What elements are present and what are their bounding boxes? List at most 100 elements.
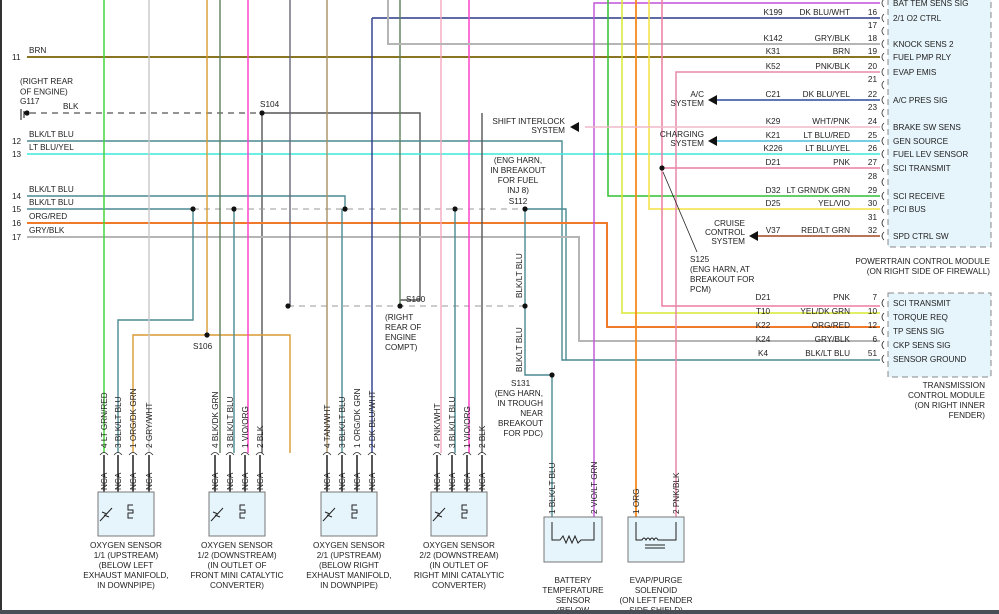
tcm-wire-color: BLK/LT BLU [805,349,850,358]
charging-system-label: CHARGING [660,130,704,139]
splice-s160 [397,303,403,309]
connector-icon [881,0,885,8]
splice-s106-label: S106 [193,342,213,351]
pcm-wire-color: DK BLU/WHT [800,8,851,17]
yel-dk-grn-tcm-10 [621,0,880,314]
nca-label: NCA [145,472,154,490]
pcm-pin-function: 2/1 O2 CTRL [893,14,942,23]
tcm-pin-function: TP SENS SIG [893,327,944,336]
heater-element-icon [461,504,468,519]
battery-sensor-pin-label: 1 BLK/LT BLU [548,462,557,514]
connector-icon [255,452,265,456]
splice-s160-label: S160 [406,295,426,304]
pcm-pin-number: 30 [868,199,878,208]
connector-icon [881,80,885,90]
circuit-number: 15 [12,205,22,214]
o2-sensor-label: OXYGEN SENSOR [201,541,273,550]
o2-sensor-label: 2/2 (DOWNSTREAM) [419,551,498,560]
tcm-title: FENDER) [949,411,986,420]
nca-label: NCA [433,472,442,490]
tcm-pin-number: 6 [872,335,877,344]
pcm-circuit-id: V37 [766,226,781,235]
ground-location-label: OF ENGINE) [20,88,68,97]
o2-pin-label: 4 TAN/WHT [323,405,332,448]
wire-color-label: BLK/LT BLU [29,185,74,194]
pcm-pin-function: PCI BUS [893,205,926,214]
connector-icon [881,326,885,336]
blk-lt-blu-s112 [525,208,567,360]
pcm-pin-number: 21 [868,75,878,84]
splice-s125-label: S125 [690,255,710,264]
splice-s131-note: BREAKOUT [498,419,543,428]
splice-dot [452,206,458,212]
pcm-wire-color: RED/LT GRN [801,226,850,235]
pcm-pin-function: KNOCK SENS 2 [893,40,954,49]
pcm-pin-function: SCI TRANSMIT [893,164,951,173]
wire-color-label: BRN [29,46,46,55]
tcm-circuit-id: T10 [756,307,771,316]
splices-layer [20,95,758,378]
tcm-circuit-id: D21 [755,293,770,302]
heater-element-icon [127,504,134,519]
vertical-wire-label: BLK/LT BLU [515,253,524,298]
tcm-wire-color: ORG/RED [812,321,850,330]
nca-label: NCA [338,472,347,490]
connector-icon [881,163,885,173]
connector-icon [240,452,250,456]
tcm-title: (ON RIGHT INNER [915,401,985,410]
circuit-number: 12 [12,137,22,146]
nca-label: NCA [368,472,377,490]
variable-resistor-icon [322,507,336,522]
connector-icon [128,452,138,456]
splice-s131-label: S131 [511,379,531,388]
splice-dot [285,303,291,309]
splice-s112-note: INJ 8) [507,186,529,195]
connector-icon [99,452,109,456]
nca-label: NCA [323,472,332,490]
tcm-title: TRANSMISSION [923,381,985,390]
connector-icon [477,452,487,456]
pcm-pin-function: FUEL LEV SENSOR [893,150,968,159]
nca-label: NCA [478,472,487,490]
pcm-circuit-id: K21 [766,131,781,140]
connector-icon [881,298,885,308]
bottom-scrollbar[interactable] [0,610,999,614]
splice-s131-note: (ENG HARN, [495,389,543,398]
blk-lt-blu-to-s131 [524,306,552,376]
ac-system-arrow-icon [708,95,717,105]
modules-layer [97,0,992,563]
o2-pin-label: 4 LT GRN/RED [100,392,109,448]
cruise-system-label: SYSTEM [711,237,745,246]
connector-icon [881,136,885,146]
o2-sensor-label: (BELOW RIGHT [319,561,379,570]
pcm-wire-color: WHT/PNK [812,117,850,126]
connector-icon [225,452,235,456]
pcm-pin-number: 23 [868,103,878,112]
wires-layer [27,0,880,518]
o2-pin-label: 4 BLK/DK GRN [211,391,220,448]
connector-icon [144,452,154,456]
circuit-number: 13 [12,150,22,159]
connector-icon [881,312,885,322]
o2-pin-label: 2 GRY/WHT [145,403,154,448]
pcm-module-box [887,0,992,248]
circuit-number: 14 [12,192,22,201]
pcm-pin-number: 31 [868,213,878,222]
pnk-sci-tcm [661,0,880,307]
connector-icon [337,452,347,456]
pcm-circuit-id: C21 [765,90,780,99]
pcm-pin-number: 22 [868,90,878,99]
connector-icon [881,39,885,49]
connector-icon [881,231,885,241]
tcm-module-box [887,292,992,378]
connector-icon [113,452,123,456]
gry-blk-pcm-18 [387,0,880,45]
evap-solenoid-label: EVAP/PURGE [630,576,683,585]
pcm-circuit-id: K142 [763,34,783,43]
pcm-pin-number: 19 [868,47,878,56]
pcm-pin-function: GEN SOURCE [893,137,949,146]
splice-s125 [659,165,665,171]
o2-pin-label: 3 BLK/LT BLU [448,396,457,448]
pcm-circuit-id: K52 [766,62,781,71]
